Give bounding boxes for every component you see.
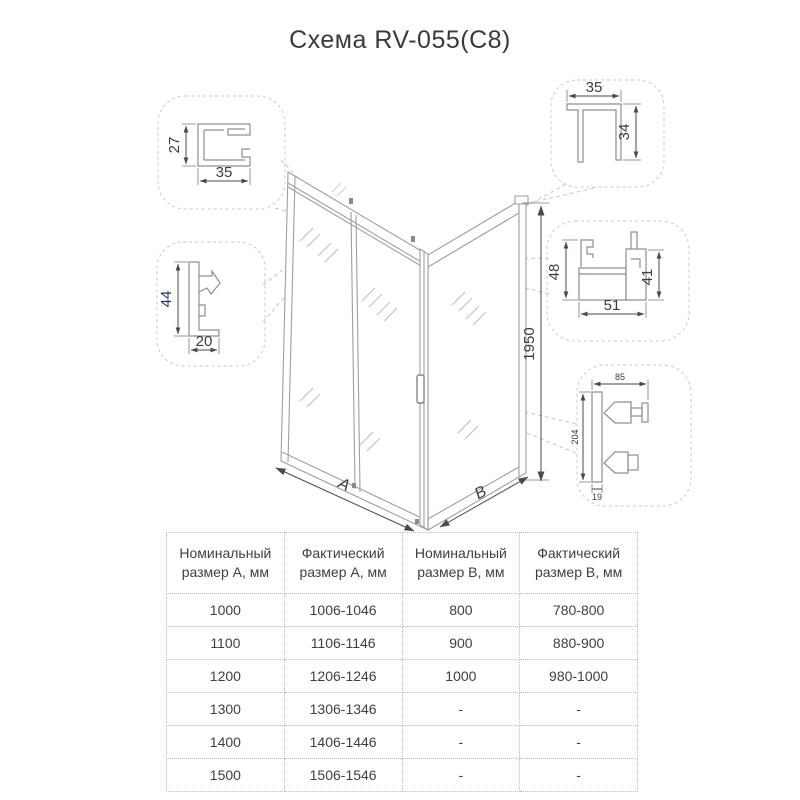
page-title: Схема RV-055(C8) (289, 26, 511, 54)
dim-35b-label: 35 (586, 79, 603, 96)
door-track (287, 186, 429, 271)
dim-35-label: 35 (216, 164, 233, 181)
bottom-guide (352, 483, 356, 488)
wall-profile-drawing (188, 261, 221, 337)
dim-19-label: 19 (592, 492, 602, 502)
profile-detail-top-left: 27 35 (157, 95, 286, 210)
door-handle (416, 374, 425, 404)
profile-detail-wall: 44 20 (156, 241, 266, 367)
dim-204-label: 204 (570, 429, 580, 444)
dim-34-label: 34 (616, 124, 633, 141)
dimension-height-1950: 1950 (521, 202, 549, 482)
header-actual-a: Фактический размер А, мм (283, 532, 403, 594)
size-table: Номинальный размер А, мм Фактический раз… (166, 532, 638, 792)
profile-detail-top-right: 35 34 (550, 79, 665, 188)
header-actual-b: Фактический размер В, мм (519, 532, 638, 594)
table-row: 1500 1506-1546 - - (166, 758, 638, 792)
header-nominal-b: Номинальный размер В, мм (401, 532, 521, 594)
glass-reflections (299, 182, 487, 452)
front-door-unit (280, 171, 429, 531)
table-row: 1300 1306-1346 - - (166, 692, 638, 726)
roller-bracket (411, 236, 415, 242)
dim-height-label: 1950 (521, 327, 538, 360)
schematic-drawing: A B 1950 27 35 44 (156, 79, 692, 532)
dim-51-label: 51 (604, 297, 621, 314)
dim-27-label: 27 (166, 137, 183, 154)
t-profile-drawing (566, 103, 622, 163)
dim-85-label: 85 (615, 372, 625, 382)
table-row: 1400 1406-1446 - - (166, 725, 638, 759)
dim-44-label: 44 (158, 291, 175, 308)
table-row: 1100 1106-1146 900 880-900 (166, 626, 638, 660)
roller-bracket (349, 198, 353, 204)
main-enclosure-drawing (280, 171, 529, 531)
side-top-bracket (514, 195, 529, 205)
c-channel-profile-drawing (197, 123, 251, 167)
profile-detail-handle: 85 204 19 (570, 364, 692, 507)
table-row: 1200 1206-1246 1000 980-1000 (166, 659, 638, 693)
header-nominal-a: Номинальный размер А, мм (166, 532, 285, 594)
dim-41-label: 41 (639, 269, 656, 286)
left-wall-profile (287, 176, 296, 463)
bottom-guide (415, 519, 419, 524)
profile-detail-bottom-rail: 48 41 51 (546, 220, 690, 342)
dim-20-label: 20 (196, 333, 213, 350)
dim-48-label: 48 (546, 264, 563, 281)
handle-drawing (591, 391, 649, 483)
panel-divider (350, 211, 356, 490)
table-header-row: Номинальный размер А, мм Фактический раз… (166, 532, 638, 594)
table-row: 1000 1006-1046 800 780-800 (166, 593, 638, 627)
side-panel (427, 195, 529, 531)
bottom-rail-profile-drawing (578, 231, 647, 301)
